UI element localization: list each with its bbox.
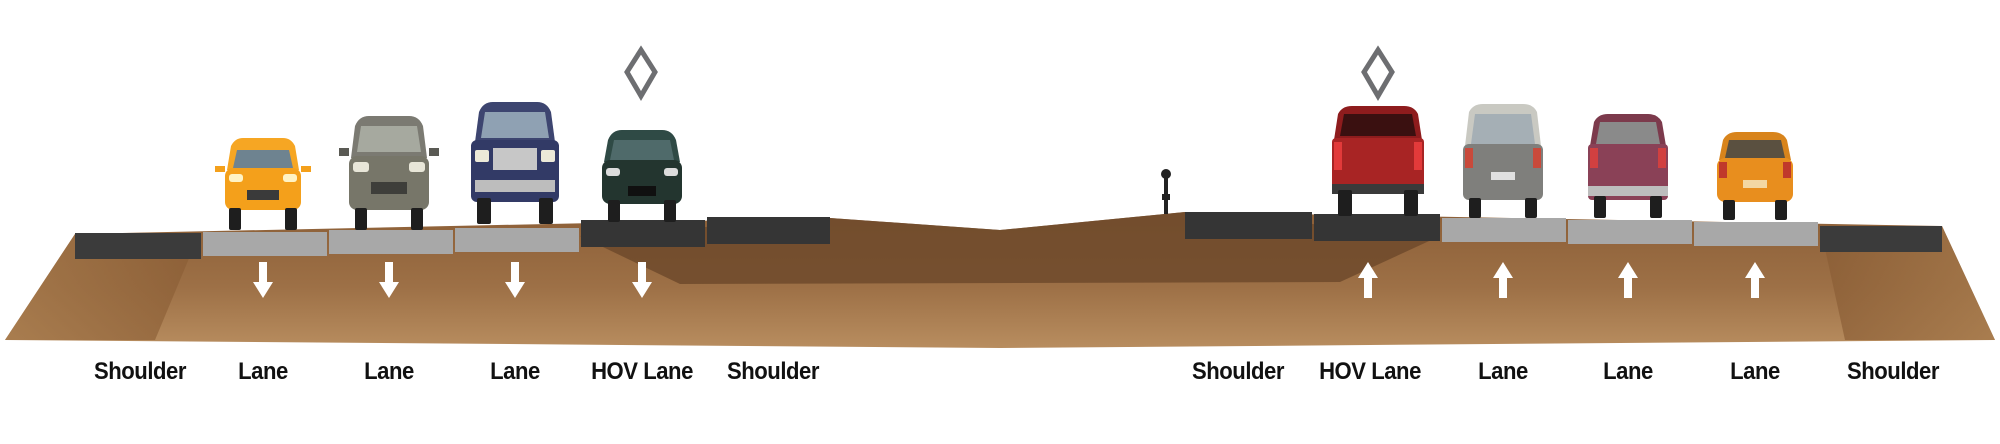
green-hatchback-icon [602,130,682,222]
left-lane-1 [203,232,327,256]
left-inner-shoulder-label: Shoulder [726,358,819,385]
delineator-post-icon [1161,169,1171,214]
maroon-pickup-icon [1588,114,1668,218]
right-pavement [1185,212,1942,252]
right-lane-3-label: Lane [1730,358,1780,385]
blue-pickup-icon [471,102,559,224]
right-lane-1 [1442,218,1566,242]
left-inner-shoulder [707,217,830,244]
left-hov-lane [581,220,705,247]
right-outer-shoulder-label: Shoulder [1846,358,1939,385]
arrow-down-icon [253,262,273,298]
arrow-up-icon [1493,262,1513,298]
left-pavement [75,217,830,259]
silver-van-icon [1463,104,1543,218]
right-lane-2-label: Lane [1603,358,1653,385]
diamond-icon [624,45,658,101]
left-lane-3-label: Lane [490,358,540,385]
left-lane-3 [455,228,579,252]
right-inner-shoulder-label: Shoulder [1191,358,1284,385]
right-hov-lane [1314,214,1440,241]
yellow-car-icon [215,138,311,230]
right-lane-3 [1694,222,1818,246]
arrow-up-icon [1745,262,1765,298]
left-lane-1-label: Lane [238,358,288,385]
right-outer-shoulder [1820,226,1942,252]
gray-minivan-icon [339,116,439,230]
right-inner-shoulder [1185,212,1312,239]
right-hov-lane-label: HOV Lane [1319,358,1421,385]
left-lane-2 [329,230,453,254]
right-lane-2 [1568,220,1692,244]
left-outer-shoulder-label: Shoulder [93,358,186,385]
arrow-up-icon [1618,262,1638,298]
arrow-up-icon [1358,262,1378,298]
left-lane-2-label: Lane [364,358,414,385]
arrow-down-icon [632,262,652,298]
right-side-slope [1820,226,1995,340]
orange-hatchback-icon [1717,132,1793,220]
diamond-icon [1361,45,1395,101]
red-suv-icon [1332,106,1424,216]
left-hov-lane-label: HOV Lane [591,358,693,385]
left-outer-shoulder [75,233,201,259]
right-lane-1-label: Lane [1478,358,1528,385]
arrow-down-icon [505,262,525,298]
arrow-down-icon [379,262,399,298]
